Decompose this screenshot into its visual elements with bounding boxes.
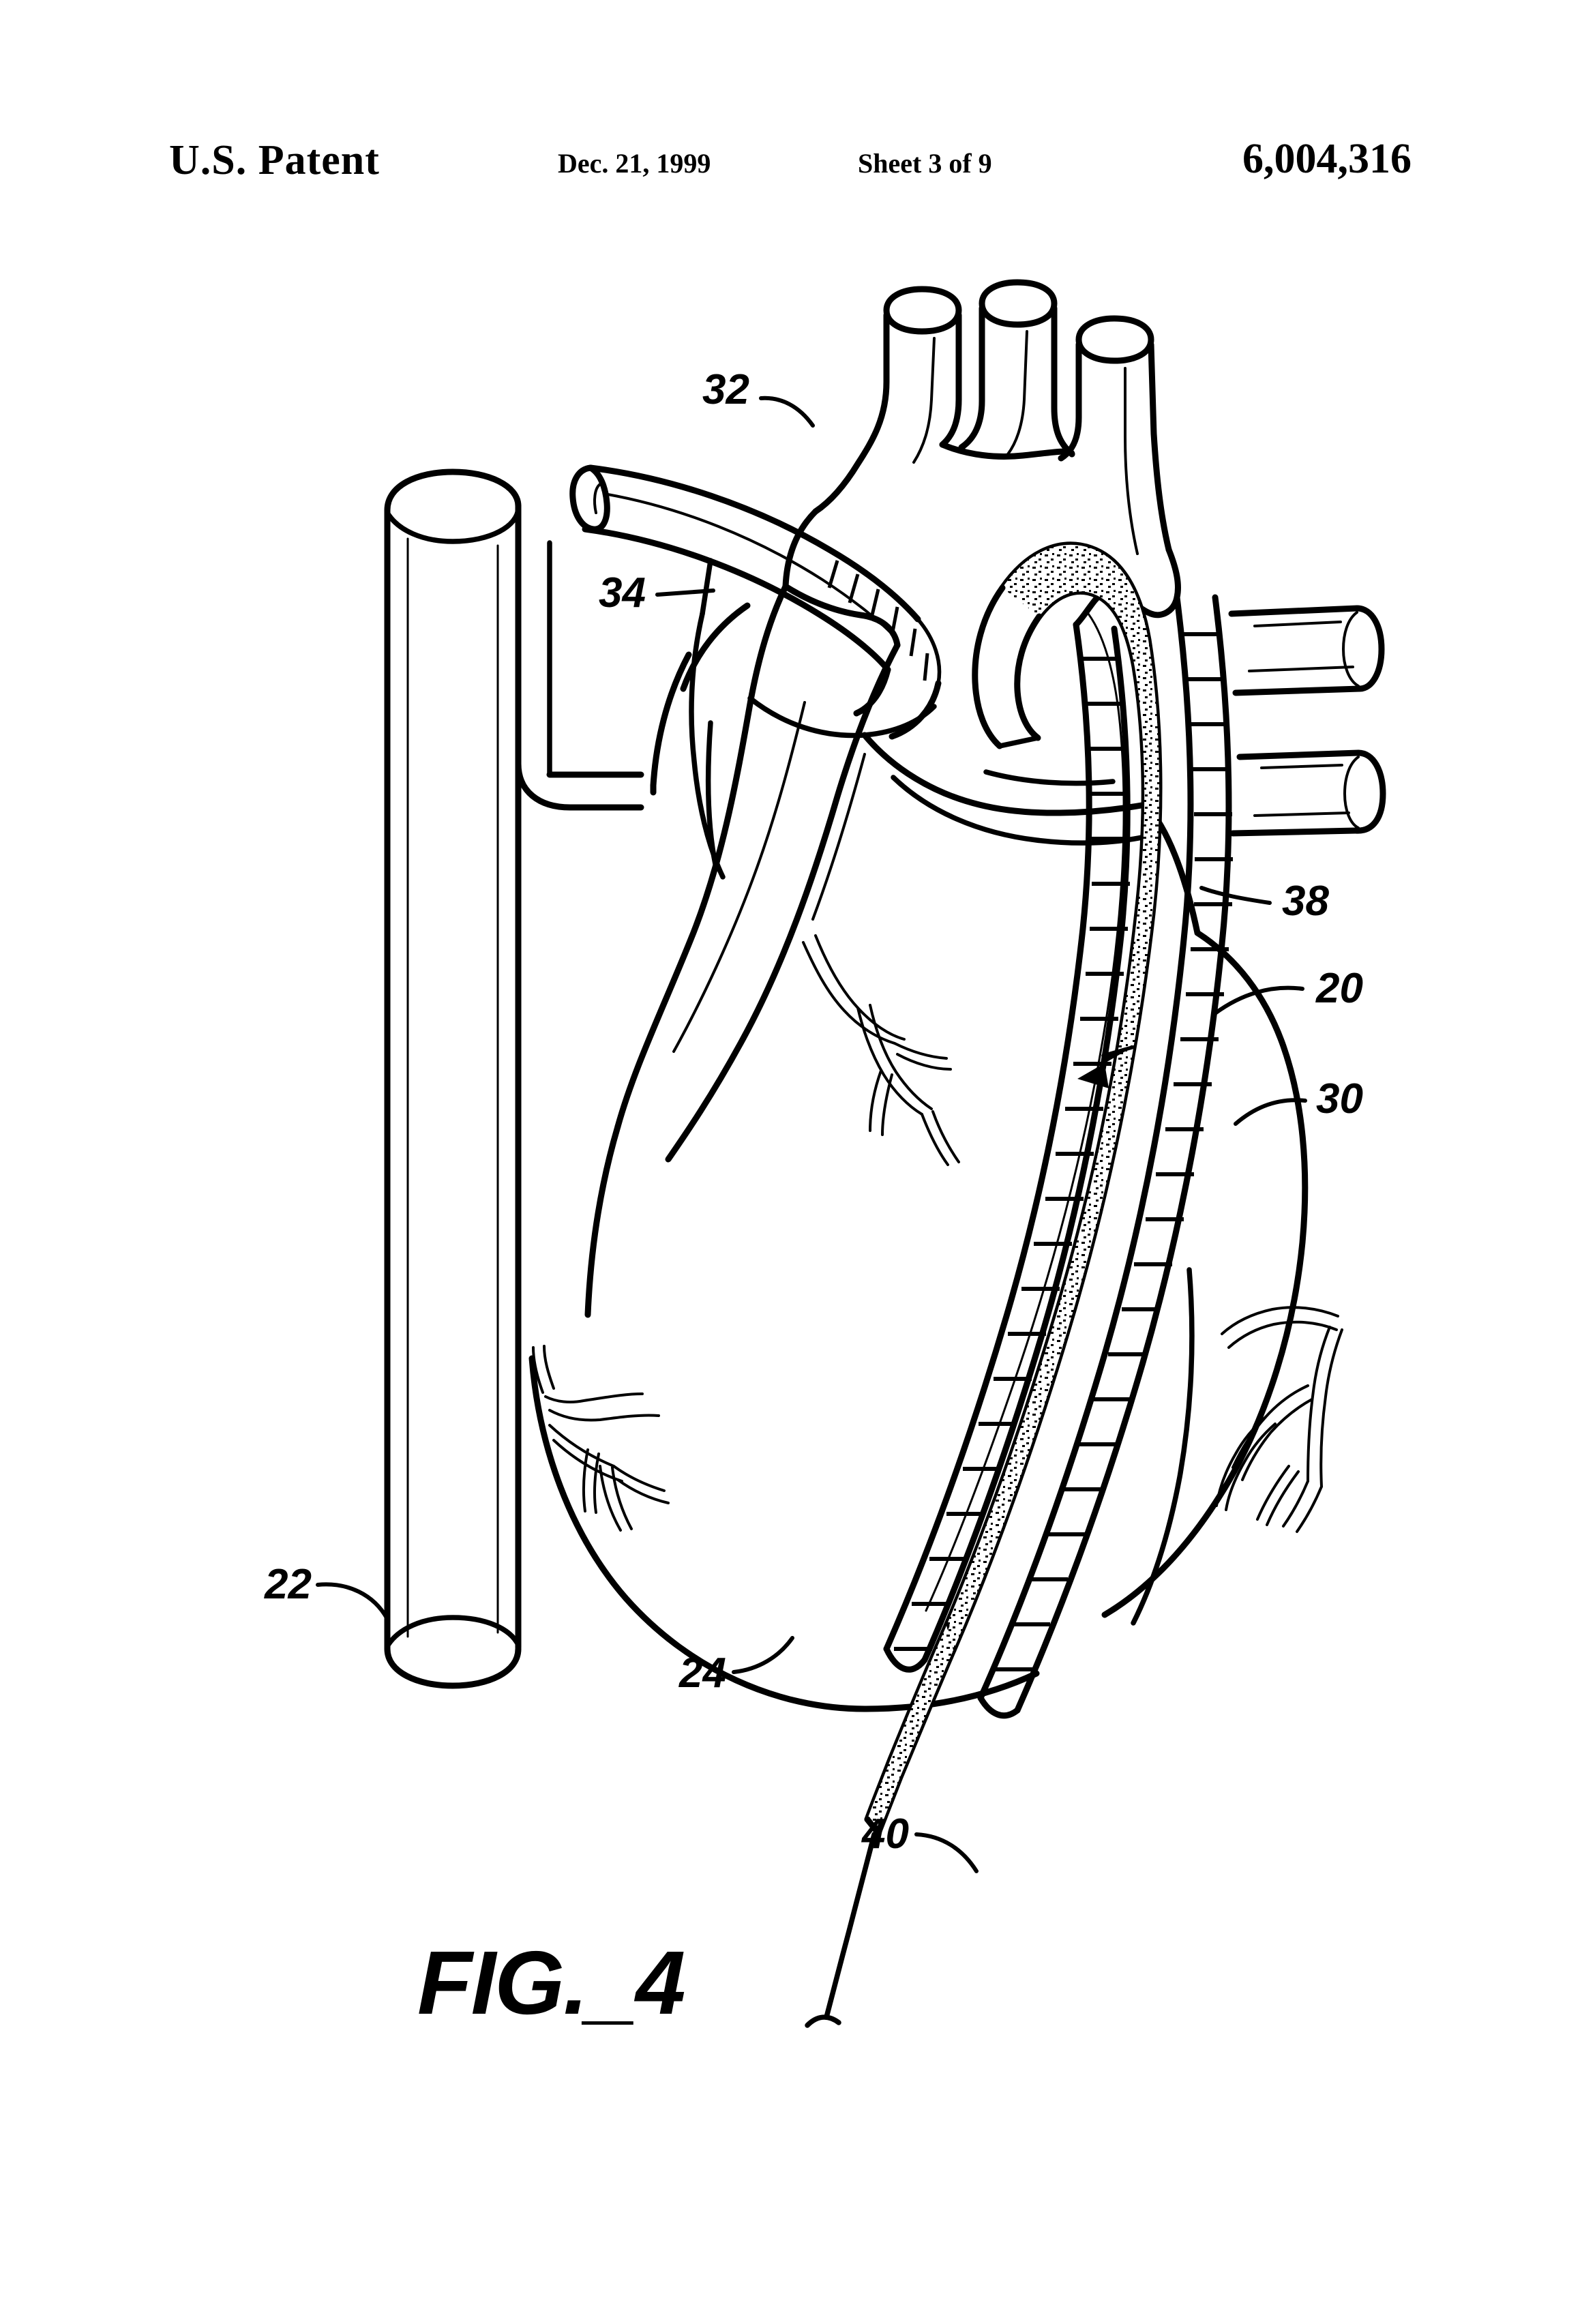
pulmonary-vein-stub-upper bbox=[1228, 605, 1385, 696]
patent-date: Dec. 21, 1999 bbox=[558, 148, 711, 179]
descending-aorta-wall-38 bbox=[883, 594, 1233, 1719]
leader-lines bbox=[316, 396, 1307, 1873]
ref-numeral-20: 20 bbox=[1315, 965, 1363, 1012]
pa-cannula-34 bbox=[569, 464, 942, 740]
ref-numeral-40: 40 bbox=[861, 1811, 909, 1858]
pulmonary-trunk-segment bbox=[861, 732, 1156, 846]
pulmonary-vein-stub-lower bbox=[1229, 749, 1386, 837]
ref-numeral-38: 38 bbox=[1282, 878, 1329, 925]
occlusion-catheter-20 bbox=[805, 541, 1163, 2028]
aorta-inner-wall bbox=[883, 621, 1131, 1673]
figure-label: FIG._4 bbox=[417, 1933, 685, 2033]
heart-body-30 bbox=[528, 602, 1309, 1712]
patent-number: 6,004,316 bbox=[1242, 136, 1412, 182]
vena-cava-22 bbox=[384, 468, 522, 1689]
vena-cava-inner-trunk bbox=[515, 503, 644, 1650]
ascending-aorta bbox=[614, 583, 937, 1163]
coronary-arteries-anterior bbox=[802, 934, 960, 1166]
patent-office-label: U.S. Patent bbox=[169, 137, 380, 183]
reference-numerals: 32 34 38 20 30 22 24 40 bbox=[264, 366, 1363, 1858]
aorta-outer-wall bbox=[977, 594, 1233, 1719]
aortic-arch-32 bbox=[782, 279, 1181, 628]
ref-numeral-22: 22 bbox=[264, 1561, 312, 1608]
sheet-number: Sheet 3 of 9 bbox=[858, 148, 992, 179]
sheet-header: U.S. Patent Dec. 21, 1999 Sheet 3 of 9 6… bbox=[0, 136, 1582, 198]
ref-numeral-34: 34 bbox=[599, 569, 646, 616]
flow-arrow bbox=[1077, 1047, 1132, 1088]
coronary-arteries-right bbox=[1215, 1306, 1343, 1533]
ref-numeral-30: 30 bbox=[1316, 1075, 1363, 1122]
ref-numeral-24: 24 bbox=[678, 1650, 726, 1697]
ref-numeral-32: 32 bbox=[702, 366, 749, 413]
coronary-arteries-apex bbox=[532, 1345, 670, 1532]
cannula-collar bbox=[689, 558, 726, 880]
